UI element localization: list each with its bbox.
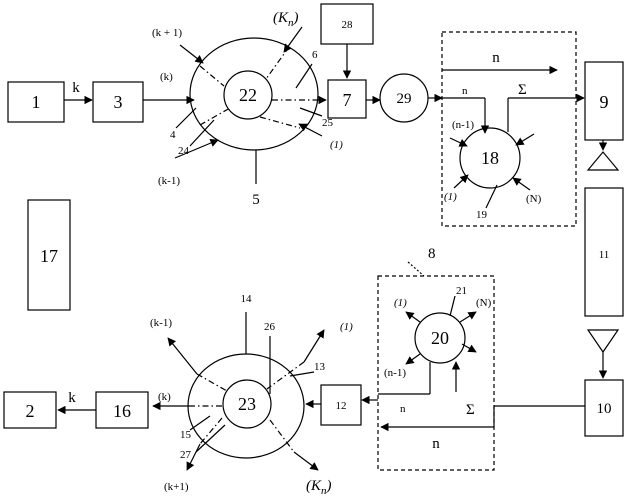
label-block-2: 2 xyxy=(26,401,35,421)
label-sigma-top: Σ xyxy=(518,82,527,98)
label-6: 6 xyxy=(312,49,318,61)
label-switch-23: 23 xyxy=(238,394,256,414)
label-top-k-plus-1: (k + 1) xyxy=(152,27,182,39)
antenna-tx xyxy=(588,152,618,170)
label-13: 13 xyxy=(314,361,326,373)
label-block-7: 7 xyxy=(343,90,352,110)
label-top-k: (k) xyxy=(160,71,173,83)
label-26: 26 xyxy=(264,321,276,333)
label-24: 24 xyxy=(178,145,190,157)
label-adder18-n-minus-1: (n-1) xyxy=(452,119,474,131)
label-adder-18: 18 xyxy=(481,148,499,168)
label-circle-29: 29 xyxy=(397,91,412,107)
label-block-10: 10 xyxy=(597,401,612,417)
label-14: 14 xyxy=(241,293,253,305)
label-top-k-minus-1: (k-1) xyxy=(158,175,180,187)
label-block-1: 1 xyxy=(32,92,41,112)
label-5: 5 xyxy=(252,192,260,208)
label-adder-20: 20 xyxy=(431,328,449,348)
label-n-bottom: n xyxy=(432,436,440,452)
label-sigma-bottom: Σ xyxy=(466,402,475,418)
label-top-kn: (Kn) xyxy=(273,10,299,29)
label-block-17: 17 xyxy=(40,246,58,266)
label-top-one: (1) xyxy=(330,139,343,151)
label-block-11: 11 xyxy=(599,249,610,261)
label-4: 4 xyxy=(170,129,176,141)
label-k-top: k xyxy=(72,80,80,96)
label-bottom-one: (1) xyxy=(340,321,353,333)
label-8: 8 xyxy=(428,246,436,262)
label-block-12: 12 xyxy=(336,400,347,412)
label-block-3: 3 xyxy=(114,92,123,112)
label-bottom-k-plus-1: (k+1) xyxy=(164,481,189,493)
label-bottom-k: (k) xyxy=(158,391,171,403)
label-adder18-one: (1) xyxy=(444,191,457,203)
label-k-bottom: k xyxy=(68,390,76,406)
label-adder18-N: (N) xyxy=(526,193,542,205)
antenna-rx xyxy=(588,330,618,352)
label-15: 15 xyxy=(180,429,192,441)
label-25: 25 xyxy=(322,117,334,129)
label-adder20-one: (1) xyxy=(394,297,407,309)
label-n-inner-top: n xyxy=(462,85,468,97)
label-n-inner-bottom: n xyxy=(400,403,406,415)
label-block-28: 28 xyxy=(342,19,354,31)
label-adder20-N: (N) xyxy=(476,297,492,309)
label-21: 21 xyxy=(456,285,467,297)
label-27: 27 xyxy=(180,449,192,461)
label-block-9: 9 xyxy=(600,92,609,112)
label-block-16: 16 xyxy=(113,401,131,421)
label-19: 19 xyxy=(476,209,488,221)
label-bottom-kn: (Kn) xyxy=(306,478,332,497)
label-switch-22: 22 xyxy=(239,85,257,105)
label-bottom-k-minus-1: (k-1) xyxy=(150,317,172,329)
label-adder20-n-minus-1: (n-1) xyxy=(384,367,406,379)
label-n-top: n xyxy=(492,50,500,66)
